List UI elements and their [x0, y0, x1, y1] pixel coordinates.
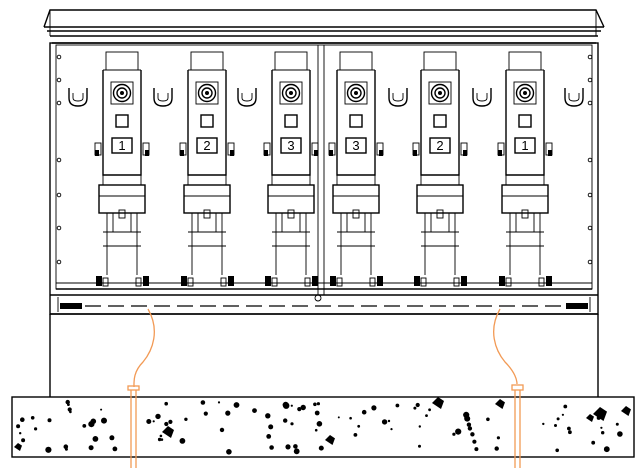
switch-module: 3 — [263, 51, 319, 287]
ground-conductor-left — [127, 308, 155, 468]
bushing-icon — [110, 81, 134, 105]
ground-bus-end-left — [60, 303, 82, 309]
bushing-icon — [344, 81, 368, 105]
phase-label: 2 — [203, 138, 210, 153]
cable-clamp-icon — [267, 175, 315, 219]
switch-module: 2 — [412, 51, 468, 287]
left-rail-holes — [56, 54, 62, 265]
bushing-icon — [279, 81, 303, 105]
cable-clamp-icon — [501, 175, 549, 219]
cabinet-roof — [43, 9, 605, 44]
bushing-icon — [195, 81, 219, 105]
ground-bus-end-right — [566, 303, 588, 309]
module-group: 1 2 3 3 2 1 — [68, 51, 584, 287]
switch-module: 3 — [328, 51, 384, 287]
cable-holder-icon — [237, 88, 257, 107]
phase-label: 2 — [436, 138, 443, 153]
phase-label: 1 — [118, 138, 125, 153]
cable-clamp-icon — [183, 175, 231, 219]
cable-holder-icon — [153, 88, 173, 107]
switch-module: 1 — [497, 51, 553, 287]
concrete-aggregate — [14, 397, 631, 455]
cabinet-body — [49, 42, 599, 315]
switch-module: 1 — [94, 51, 150, 287]
phase-label: 3 — [287, 138, 294, 153]
phase-label: 3 — [352, 138, 359, 153]
bushing-icon — [513, 81, 537, 105]
cable-clamp-icon — [416, 175, 464, 219]
cabinet-base — [49, 297, 599, 397]
concrete-foundation — [11, 396, 635, 458]
cable-holder-icon — [564, 88, 584, 107]
ground-conductor-right — [493, 308, 524, 468]
phase-label: 1 — [521, 138, 528, 153]
cable-holder-icon — [472, 88, 492, 107]
switch-module: 2 — [179, 51, 235, 287]
cable-holder-icon — [388, 88, 408, 107]
cable-clamp-icon — [98, 175, 146, 219]
right-rail-holes — [587, 54, 593, 265]
cable-holder-icon — [68, 88, 88, 107]
cable-clamp-icon — [332, 175, 380, 219]
bushing-icon — [428, 81, 452, 105]
